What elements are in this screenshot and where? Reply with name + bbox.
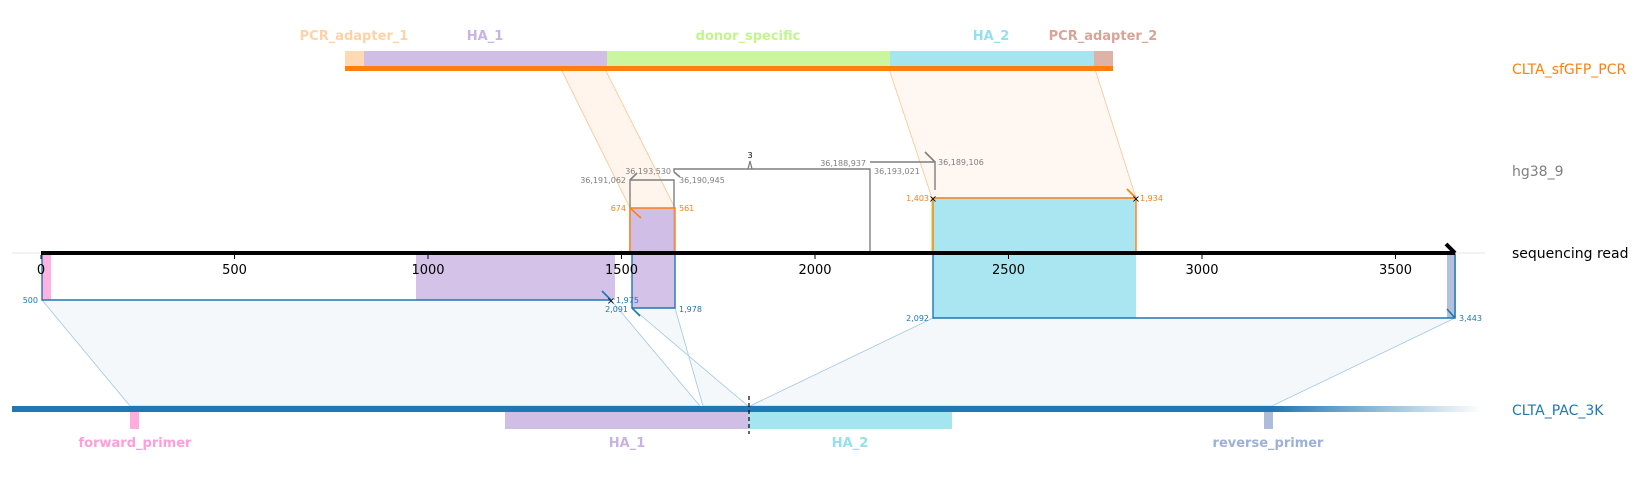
plasmid-label-ha-1: HA_1: [609, 436, 646, 451]
genome-segment-2: [673, 168, 871, 252]
plasmid-track-fade: [1272, 406, 1482, 412]
plasmid-coord-p6: 3,443: [1459, 314, 1482, 323]
pcr-label-donor-specific: donor_specific: [696, 29, 801, 44]
genome-coord-6: 36,189,106: [938, 158, 984, 167]
pcr-align-2-arrow: [1126, 188, 1137, 199]
plasmid-connector-1: [41, 299, 701, 407]
plasmid-label-forward-primer: forward_primer: [79, 436, 193, 451]
pcr-label-pcr-adapter-2: PCR_adapter_2: [1049, 29, 1158, 44]
pcr-connector-1: [560, 68, 676, 209]
plasmid-feature-ha-1: [505, 412, 748, 429]
track-name-pcr: CLTA_sfGFP_PCR: [1512, 62, 1626, 78]
plasmid-coord-p4: 1,978: [679, 305, 702, 314]
plasmid-coord-p3: 2,091: [605, 305, 628, 314]
pcr-alignments: 674 561 × × 1,403 1,934: [611, 188, 1163, 318]
plasmid-align-1: [41, 252, 611, 301]
track-name-plasmid: CLTA_PAC_3K: [1512, 403, 1604, 419]
read-feature-forward-primer: [42, 252, 51, 300]
pcr-track: PCR_adapter_1 HA_1 donor_specific HA_2 P…: [300, 29, 1158, 71]
pcr-label-pcr-adapter-1: PCR_adapter_1: [300, 29, 409, 44]
pcr-align-1-arrow: [629, 207, 642, 219]
pcr-coord-a2: 561: [679, 204, 694, 213]
genome-coord-4: 36,188,937: [820, 159, 866, 168]
plasmid-track: forward_primer HA_1 HA_2 reverse_primer: [12, 396, 1482, 451]
alignment-connectors: [41, 68, 1456, 407]
read-axis-tick-label: 0: [37, 263, 45, 278]
track-names: CLTA_sfGFP_PCR hg38_9 sequencing read CL…: [1512, 62, 1628, 419]
plasmid-align-1-arrow: [601, 290, 612, 301]
pcr-label-ha-2: HA_2: [973, 29, 1010, 44]
read-axis-tick-label: 3000: [1185, 263, 1218, 278]
read-axis-tick-label: 1000: [411, 263, 444, 278]
genome-arrow-3: [924, 151, 936, 163]
genome-coord-5: 36,193,021: [874, 167, 920, 176]
pcr-track-bar: [345, 66, 1113, 71]
read-axis-tick-label: 2000: [798, 263, 831, 278]
pcr-coord-b1: 1,403: [906, 194, 929, 203]
genome-arrow-1: [629, 172, 638, 181]
plasmid-align-3-arrow: [1446, 308, 1456, 319]
plasmid-coord-p2: 1,975: [616, 296, 639, 305]
genome-coord-2: 36,193,530: [625, 167, 671, 176]
plasmid-align-2: [631, 252, 676, 309]
read-axis-tick-label: 500: [222, 263, 247, 278]
genome-coord-1: 36,191,062: [580, 176, 626, 185]
plasmid-coord-p1: 500: [23, 296, 38, 305]
pcr-align-2-mark-left: ×: [929, 194, 937, 205]
pcr-feature-pcr-adapter-1: [345, 51, 364, 66]
pcr-feature-ha-2: [890, 51, 1094, 66]
plasmid-align-2-arrow: [631, 307, 641, 317]
pcr-align-2-mark-right: ×: [1132, 194, 1140, 205]
read-axis-tick-label: 1500: [605, 263, 638, 278]
genome-coord-labels: 36,191,062 36,193,530 36,190,945 36,188,…: [580, 151, 984, 185]
read-feature-ha-1: [416, 252, 615, 300]
pcr-feature-donor-specific: [607, 51, 890, 66]
read-axis-tick-label: 2500: [992, 263, 1025, 278]
genome-gap-marker: [747, 160, 753, 170]
read-plasmid-features: × 500 1,975 2,091 1,978 2,092 3,443: [23, 252, 1482, 323]
genome-gap-label: 3: [747, 151, 752, 160]
plasmid-label-reverse-primer: reverse_primer: [1213, 436, 1325, 451]
pcr-align-2-outline: [932, 197, 1137, 252]
pcr-align-ha-2-box: [933, 198, 1136, 318]
plasmid-feature-ha-2: [748, 412, 952, 429]
plasmid-coord-p5: 2,092: [906, 314, 929, 323]
genome-coord-3: 36,190,945: [679, 176, 725, 185]
read-feature-reverse-primer: [1447, 252, 1456, 318]
pcr-feature-ha-1: [364, 51, 607, 66]
plasmid-align-3: [932, 252, 1456, 319]
plasmid-align-1-mark: ×: [607, 296, 615, 307]
pcr-connector-2: [888, 68, 1137, 199]
plasmid-label-ha-2: HA_2: [832, 436, 869, 451]
pcr-coord-b2: 1,934: [1140, 194, 1163, 203]
track-name-genome: hg38_9: [1512, 164, 1563, 180]
read-axis-ticks: 0 500 1000 1500 2000 2500 3000 3500: [37, 255, 1412, 278]
genome-arrow-2: [673, 171, 681, 178]
pcr-label-ha-1: HA_1: [467, 29, 504, 44]
pcr-feature-pcr-adapter-2: [1094, 51, 1113, 66]
plasmid-feature-forward-primer: [130, 412, 139, 429]
read-track-arrowhead: [1444, 242, 1457, 255]
read-feature-ha-1-right: [632, 252, 675, 308]
plasmid-track-bar: [12, 406, 1272, 412]
track-name-read: sequencing read: [1512, 246, 1628, 262]
pcr-align-1-outline: [629, 207, 676, 252]
plasmid-connector-3: [749, 317, 1456, 407]
read-axis: 0 500 1000 1500 2000 2500 3000 3500: [12, 242, 1485, 278]
pcr-coord-a1: 674: [611, 204, 626, 213]
read-axis-tick-label: 3500: [1379, 263, 1412, 278]
plasmid-feature-reverse-primer: [1264, 412, 1273, 429]
